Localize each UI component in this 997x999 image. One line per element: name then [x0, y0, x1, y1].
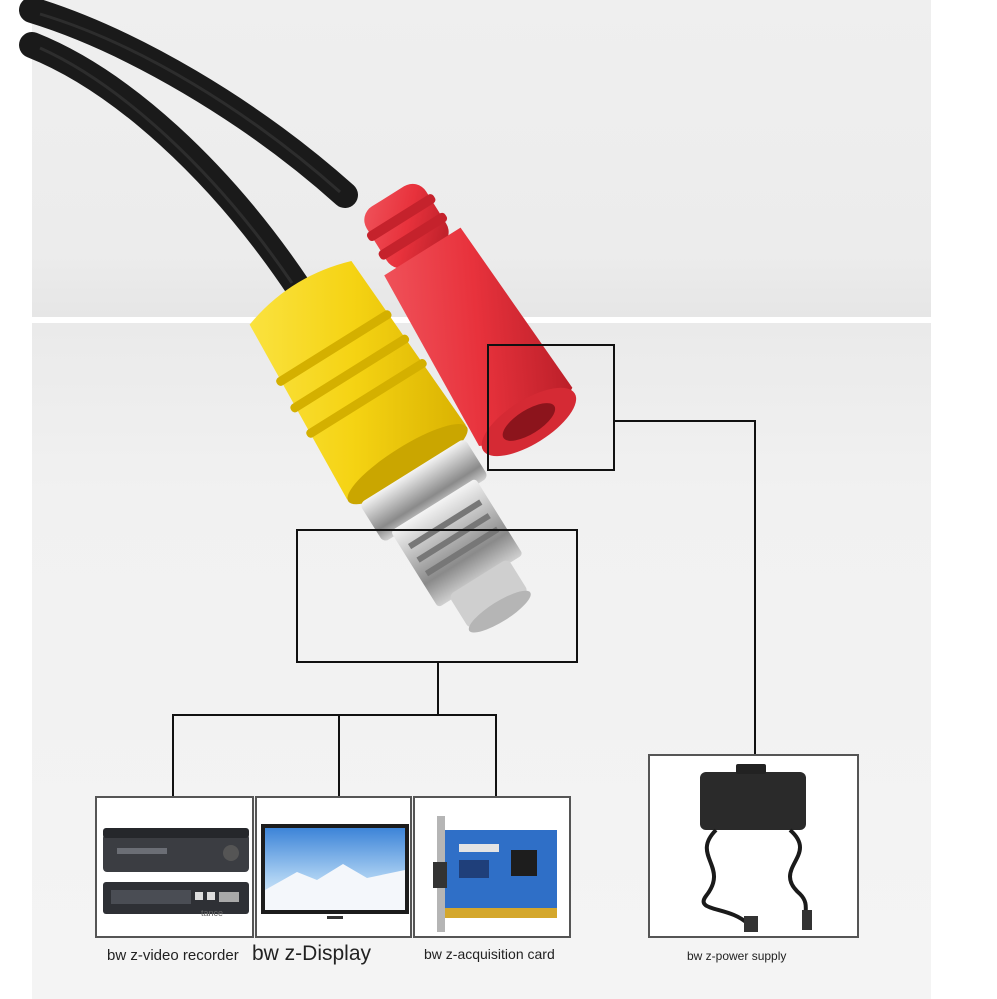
power-supply-icon	[700, 764, 812, 932]
red-power-plug	[364, 183, 577, 457]
video-line-stem	[437, 662, 439, 715]
display-label: bw z-Display	[252, 942, 372, 965]
power-line-v	[754, 420, 756, 755]
video-recorder-label: bw z-video recorder	[107, 947, 239, 964]
bnc-plug-highlight-frame	[296, 529, 578, 663]
power-plug-highlight-frame	[487, 344, 615, 471]
display-box	[255, 796, 412, 938]
cable-photo	[19, 0, 577, 633]
acquisition-card-label: bw z-acquisition card	[424, 946, 555, 962]
power-supply-box	[648, 754, 859, 938]
video-recorder-icon	[103, 828, 249, 914]
video-line-recorder	[172, 714, 174, 797]
power-line-h	[614, 420, 756, 422]
video-recorder-box: tance	[95, 796, 254, 938]
video-line-card	[495, 714, 497, 797]
power-supply-label: bw z-power supply	[687, 949, 787, 963]
yellow-bnc-plug	[249, 260, 531, 633]
acquisition-card-box	[413, 796, 571, 938]
display-monitor-icon	[261, 824, 409, 919]
video-line-h	[172, 714, 497, 716]
recorder-tag-text: tance	[201, 908, 224, 918]
acquisition-card-icon	[433, 816, 557, 932]
video-line-display	[338, 714, 340, 797]
